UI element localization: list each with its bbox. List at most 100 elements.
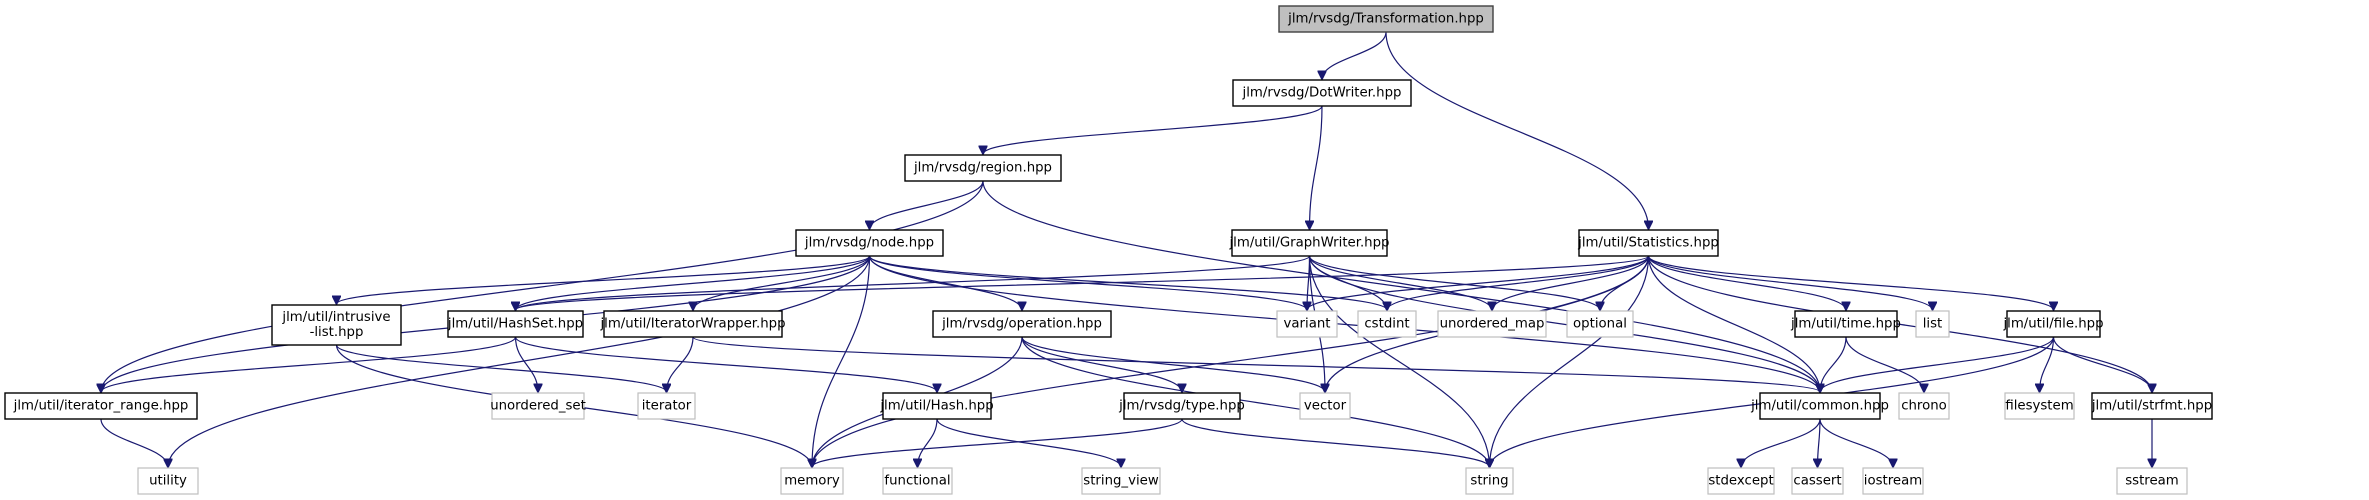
edge-graphwriter-to-optional: [1308, 255, 1601, 310]
node-type[interactable]: jlm/rvsdg/type.hpp: [1118, 392, 1245, 420]
node-node[interactable]: jlm/rvsdg/node.hpp: [795, 229, 944, 257]
node-box: [2006, 310, 2101, 338]
edge-statistics-to-unordered_map: [1492, 255, 1650, 310]
node-box: [795, 229, 944, 257]
node-filesystem: filesystem: [2004, 392, 2075, 420]
node-box: [271, 304, 402, 346]
node-label: jlm/util/strfmt.hpp: [2091, 399, 2212, 414]
edge-hashset-to-iterrange: [101, 336, 517, 392]
node-box: [603, 310, 783, 338]
node-label: jlm/rvsdg/region.hpp: [913, 161, 1052, 176]
node-label: -list.hpp: [310, 325, 364, 340]
edge-statistics-to-common: [1647, 255, 1821, 392]
node-label: jlm/util/IteratorWrapper.hpp: [599, 317, 785, 332]
edge-statistics-to-cstdint: [1387, 255, 1650, 310]
nodes-layer: jlm/rvsdg/Transformation.hpp jlm/rvsdg/Do…: [4, 5, 2213, 495]
edge-dotwriter-to-region: [983, 105, 1323, 154]
node-hashset[interactable]: jlm/util/HashSet.hpp: [447, 310, 584, 338]
node-label: jlm/util/file.hpp: [2002, 317, 2103, 332]
edge-common-to-cassert: [1818, 418, 1821, 467]
node-intrusive[interactable]: jlm/util/intrusive-list.hpp: [271, 304, 402, 346]
node-label: jlm/util/Hash.hpp: [879, 399, 993, 414]
node-transformation[interactable]: jlm/rvsdg/Transformation.hpp: [1278, 5, 1494, 33]
node-dotwriter[interactable]: jlm/rvsdg/DotWriter.hpp: [1232, 79, 1412, 107]
node-label: jlm/util/iterator_range.hpp: [13, 399, 189, 414]
edge-operation-to-vector: [1021, 336, 1325, 392]
node-label: jlm/util/Statistics.hpp: [1577, 236, 1719, 251]
node-memory: memory: [780, 467, 844, 495]
edge-common-to-iostream: [1819, 418, 1893, 467]
node-label: sstream: [2125, 474, 2179, 489]
edge-file-to-filesystem: [2040, 336, 2055, 392]
edge-statistics-to-list: [1647, 255, 1933, 310]
edge-transformation-to-dotwriter: [1322, 31, 1387, 79]
edge-hash-to-functional: [918, 418, 938, 467]
node-statistics[interactable]: jlm/util/Statistics.hpp: [1577, 229, 1719, 257]
edge-region-to-iterrange: [101, 180, 984, 392]
node-time[interactable]: jlm/util/time.hpp: [1790, 310, 1901, 338]
node-label: vector: [1304, 399, 1347, 414]
edge-node-to-memory: [812, 255, 871, 467]
node-vector: vector: [1299, 392, 1351, 420]
node-iterwrapper[interactable]: jlm/util/IteratorWrapper.hpp: [599, 310, 786, 338]
node-box: [1794, 310, 1898, 338]
node-box: [4, 392, 198, 420]
edge-statistics-to-time: [1647, 255, 1847, 310]
node-box: [882, 467, 953, 495]
node-label: string: [1470, 474, 1508, 489]
edge-region-to-node: [870, 180, 984, 229]
node-label: cassert: [1793, 474, 1841, 489]
node-label: jlm/rvsdg/Transformation.hpp: [1287, 12, 1484, 27]
node-box: [1862, 467, 1924, 495]
node-box: [491, 392, 585, 420]
node-strfmt[interactable]: jlm/util/strfmt.hpp: [2091, 392, 2213, 420]
node-string-view: string_view: [1081, 467, 1161, 495]
node-label: iterator: [642, 399, 692, 414]
node-box: [1357, 310, 1417, 338]
node-box: [137, 467, 199, 495]
node-label: optional: [1573, 317, 1627, 332]
node-label: functional: [884, 474, 950, 489]
node-stdexcept: stdexcept: [1707, 467, 1775, 495]
node-region[interactable]: jlm/rvsdg/region.hpp: [904, 154, 1062, 182]
node-optional: optional: [1566, 310, 1634, 338]
node-label: jlm/util/intrusive: [281, 310, 390, 325]
node-string: string: [1465, 467, 1514, 495]
edge-time-to-chrono: [1845, 336, 1924, 392]
node-common[interactable]: jlm/util/common.hpp: [1750, 392, 1889, 420]
node-box: [1707, 467, 1775, 495]
node-label: jlm/util/GraphWriter.hpp: [1228, 236, 1389, 251]
node-label: list: [1923, 317, 1943, 332]
node-label: stdexcept: [1708, 474, 1773, 489]
edge-time-to-common: [1820, 336, 1847, 392]
edge-hashset-to-unordered_set: [514, 336, 539, 392]
node-iterator: iterator: [637, 392, 696, 420]
node-list: list: [1915, 310, 1950, 338]
node-operation[interactable]: jlm/rvsdg/operation.hpp: [932, 310, 1112, 338]
node-iostream: iostream: [1862, 467, 1924, 495]
node-box: [1231, 229, 1388, 257]
edge-transformation-to-statistics: [1385, 31, 1649, 229]
node-iterrange[interactable]: jlm/util/iterator_range.hpp: [4, 392, 198, 420]
node-box: [1232, 79, 1412, 107]
node-graphwriter[interactable]: jlm/util/GraphWriter.hpp: [1228, 229, 1390, 257]
node-cstdint: cstdint: [1357, 310, 1417, 338]
node-box: [882, 392, 992, 420]
edge-hashset-to-hash: [514, 336, 938, 392]
edge-graphwriter-to-common: [1308, 255, 1821, 392]
node-box: [1437, 310, 1547, 338]
edge-file-to-common: [1820, 336, 2055, 392]
edge-graphwriter-to-unordered_map: [1308, 255, 1493, 310]
node-label: unordered_map: [1440, 317, 1545, 332]
node-label: jlm/util/time.hpp: [1790, 317, 1901, 332]
edge-node-to-cstdint: [868, 255, 1388, 310]
node-label: jlm/util/common.hpp: [1750, 399, 1889, 414]
edge-node-to-common: [868, 255, 1821, 392]
node-label: jlm/util/HashSet.hpp: [447, 317, 583, 332]
edge-statistics-to-hashset: [516, 255, 1650, 310]
edge-type-to-memory: [812, 418, 1183, 467]
edge-region-to-common: [982, 180, 1820, 392]
node-hash[interactable]: jlm/util/Hash.hpp: [879, 392, 994, 420]
node-file[interactable]: jlm/util/file.hpp: [2002, 310, 2104, 338]
